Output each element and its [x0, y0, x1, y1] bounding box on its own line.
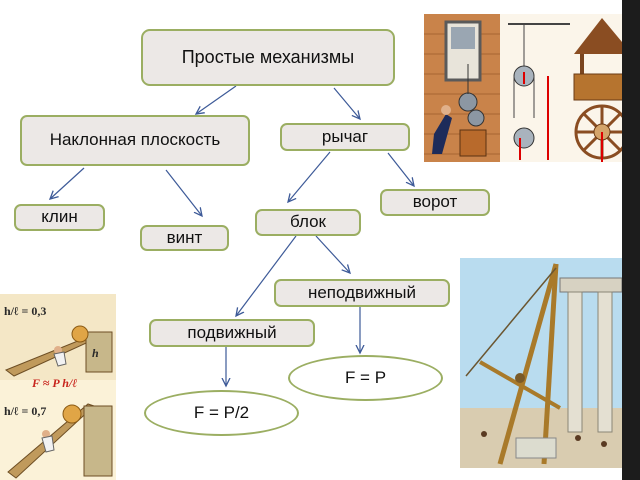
node-movable-pulley-label: подвижный: [187, 322, 277, 342]
formula-movable-ellipse: F = P/2: [144, 390, 299, 436]
incline-h-label: h: [92, 346, 99, 360]
arrow-block-to-fixed: [315, 235, 350, 273]
node-lever: рычаг: [280, 123, 410, 151]
arrow-inclined-to-wedge: [50, 167, 85, 199]
node-inclined-plane-label: Наклонная плоскость: [49, 130, 221, 150]
formula-fixed-ellipse: F = P: [288, 355, 443, 401]
node-screw: винт: [140, 225, 229, 251]
arrow-block-to-movable: [236, 235, 297, 316]
node-block-label: блок: [290, 212, 326, 232]
node-fixed-pulley-label: неподвижный: [307, 282, 417, 302]
arrow-root-to-inclined-plane: [196, 85, 237, 114]
arrow-inclined-to-screw: [165, 169, 202, 216]
arrow-lever-to-block: [288, 151, 331, 202]
formula-movable-label: F = P/2: [193, 403, 250, 422]
arrow-lever-to-windlass: [387, 152, 414, 186]
node-block: блок: [255, 209, 361, 236]
ancient-crane-illustration: [460, 258, 622, 468]
arrow-root-to-lever: [333, 87, 360, 119]
node-lever-label: рычаг: [321, 126, 369, 146]
formula-fixed-label: F = P: [344, 368, 387, 387]
node-inclined-plane: Наклонная плоскость: [20, 115, 250, 166]
node-simple-machines-label: Простые механизмы: [181, 46, 355, 67]
incline-mid-formula: F ≈ P h/ℓ: [32, 376, 78, 390]
node-screw-label: винт: [166, 227, 203, 247]
node-simple-machines: Простые механизмы: [141, 29, 395, 86]
node-fixed-pulley: неподвижный: [274, 279, 450, 307]
node-windlass-label: ворот: [412, 192, 458, 212]
pulley-windlass-illustration: [424, 14, 636, 162]
incline-bottom-ratio: h/ℓ = 0,7: [4, 404, 47, 418]
node-windlass: ворот: [380, 189, 490, 216]
node-wedge: клин: [14, 204, 105, 231]
node-wedge-label: клин: [41, 207, 78, 227]
node-movable-pulley: подвижный: [149, 319, 315, 347]
inclined-plane-illustration: h/ℓ = 0,3 F ≈ P h/ℓ h/ℓ = 0,7 h: [0, 294, 116, 480]
right-edge-strip: [622, 0, 640, 480]
incline-top-ratio: h/ℓ = 0,3: [4, 304, 47, 318]
